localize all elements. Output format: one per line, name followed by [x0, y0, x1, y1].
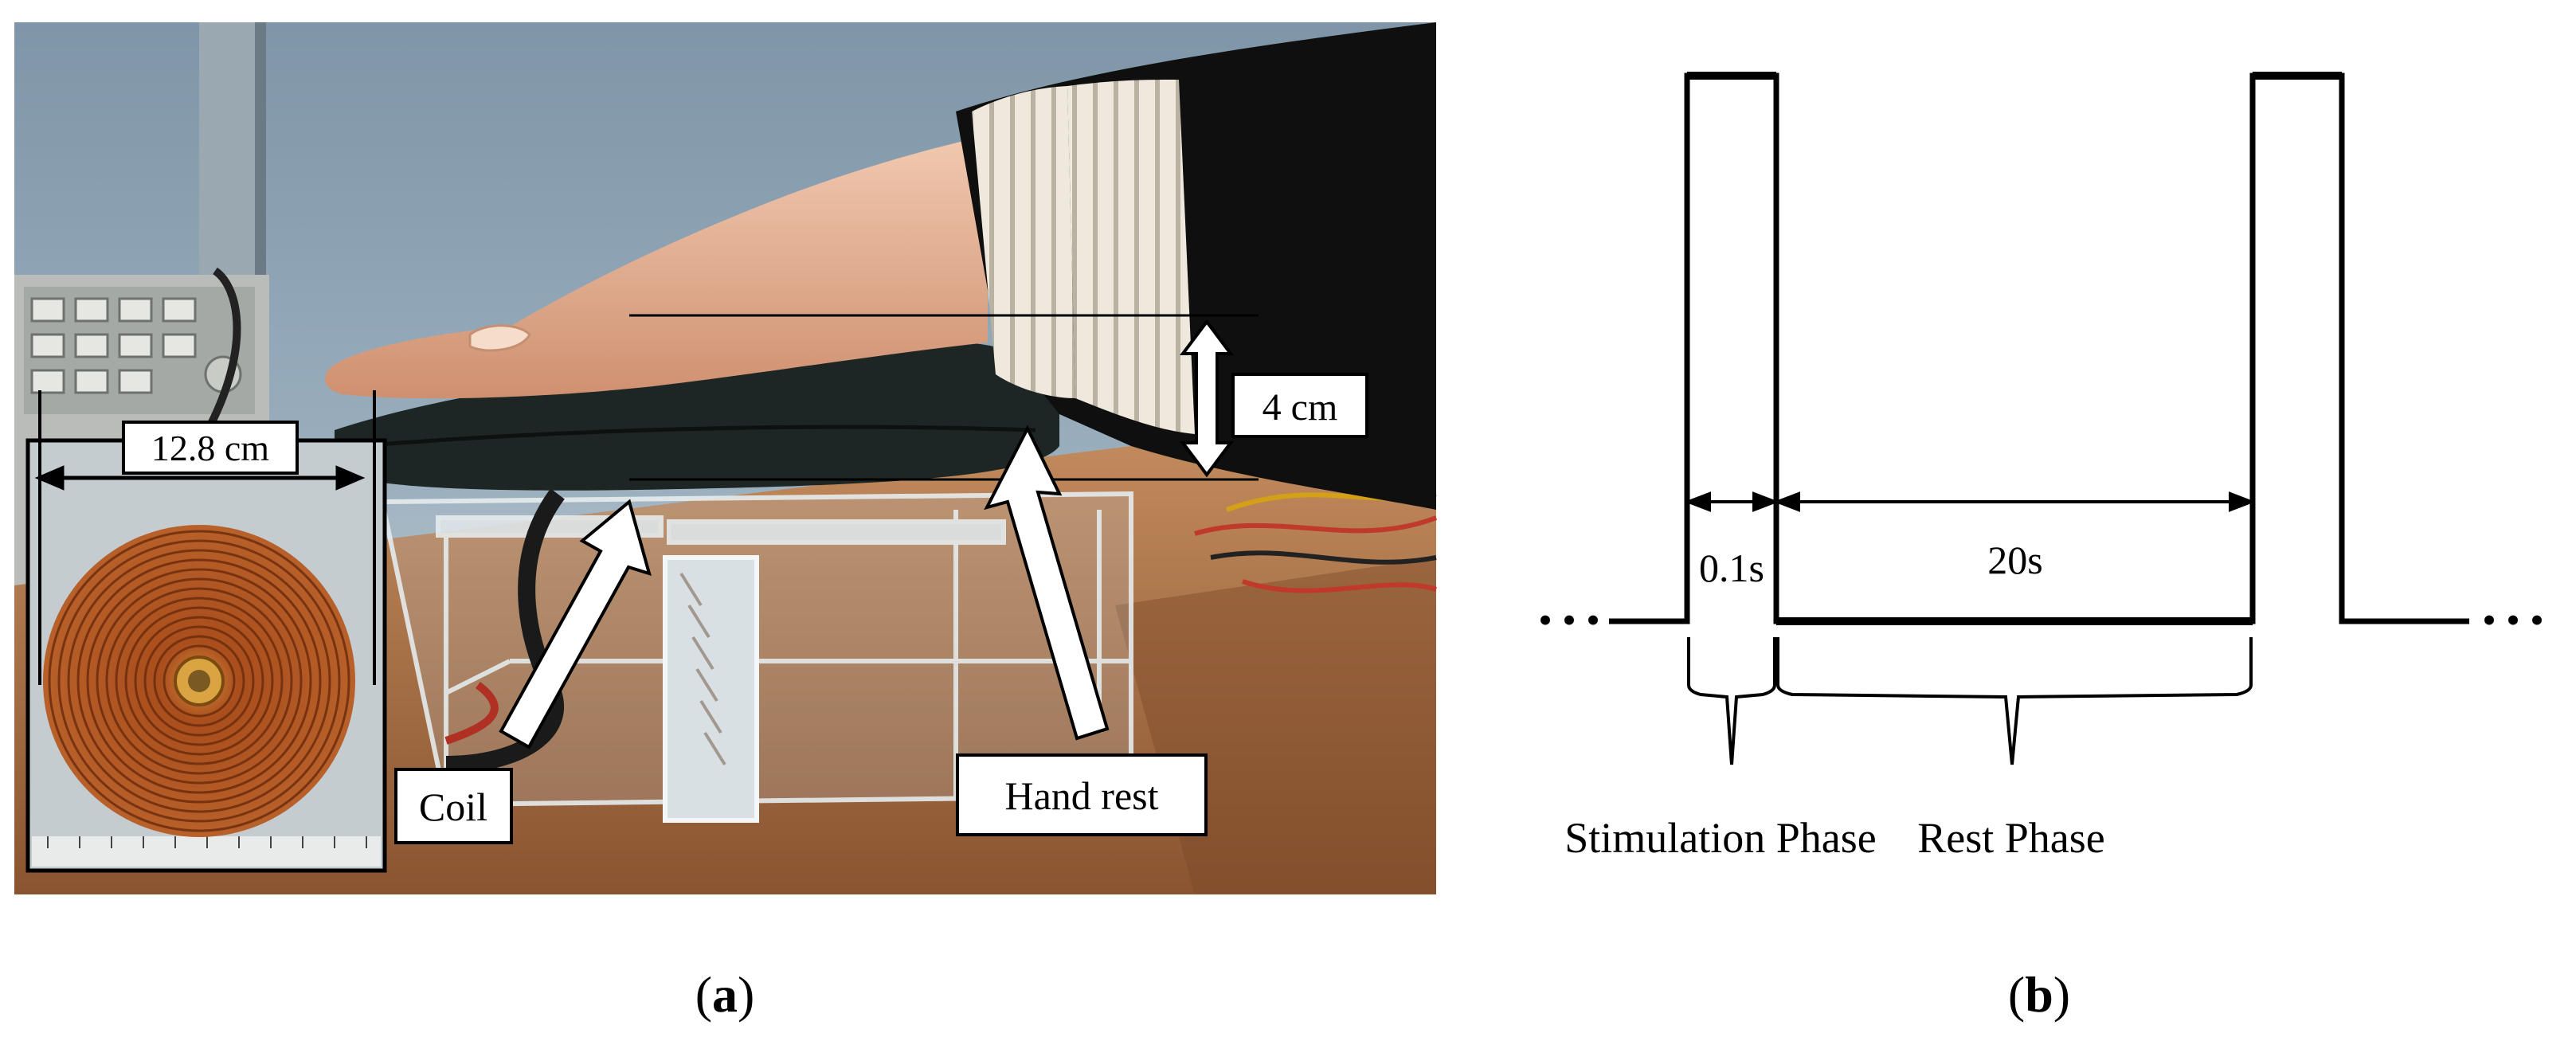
hand-rest-label-box — [956, 753, 1208, 836]
acrylic-strip — [663, 555, 759, 823]
rest-brace — [1776, 637, 2253, 765]
height-double-arrow — [1180, 319, 1234, 478]
panel-b-diagram: • • • • • • 0.1s 20s Stimulation Phase R… — [1538, 72, 2544, 862]
hand-rest-label: Hand rest — [1005, 773, 1159, 818]
panel-a-caption-open: ( — [695, 966, 712, 1023]
sleeve-cuff-band — [1067, 80, 1195, 434]
hand-rest-arrow — [984, 425, 1110, 741]
copper-coil — [43, 525, 355, 837]
coil-width-label-box — [122, 421, 299, 475]
pulse-width-dimension — [1684, 491, 1779, 512]
coil-label-box — [394, 768, 513, 844]
coil-label: Coil — [419, 785, 487, 829]
hand-rest-pad — [335, 342, 1059, 491]
panel-a-caption: (a) — [695, 966, 755, 1023]
pulse-width-label: 0.1s — [1699, 546, 1764, 590]
panel-a-caption-close: ) — [738, 966, 754, 1023]
coil-pointer: Coil — [394, 499, 652, 844]
thumb-nail — [468, 324, 531, 352]
coil-arrow — [499, 499, 652, 749]
ellipsis-right: • • • — [2482, 597, 2544, 642]
rest-width-dimension — [1773, 491, 2256, 512]
panel-a-caption-letter: a — [712, 966, 738, 1023]
height-label-box — [1231, 373, 1368, 438]
coil-inset-ruler-ticks — [47, 836, 367, 848]
hand-rest-pad-seam — [358, 425, 1036, 448]
coil-width-label: 12.8 cm — [151, 428, 269, 468]
ellipsis-left: • • • — [1538, 597, 1600, 642]
panel-b-caption-close: ) — [2053, 966, 2070, 1023]
panel-b-caption: (b) — [2008, 966, 2070, 1023]
panel-b-caption-open: ( — [2008, 966, 2025, 1023]
stimulation-phase-label: Stimulation Phase — [1564, 814, 1877, 862]
sleeve-cuff — [972, 86, 1075, 398]
height-label: 4 cm — [1263, 386, 1338, 429]
height-dimension: 4 cm — [629, 314, 1368, 481]
coil-inset: 12.8 cm — [25, 390, 387, 873]
panel-b-caption-letter: b — [2025, 966, 2053, 1023]
background-cable — [195, 267, 241, 448]
hand-rest-pointer: Hand rest — [956, 425, 1208, 836]
coil-width-dimension — [34, 465, 366, 491]
coil-cable-red — [444, 682, 499, 745]
stimulation-brace — [1687, 637, 1776, 765]
rest-width-label: 20s — [1987, 538, 2042, 582]
rest-phase-label: Rest Phase — [1917, 814, 2105, 862]
